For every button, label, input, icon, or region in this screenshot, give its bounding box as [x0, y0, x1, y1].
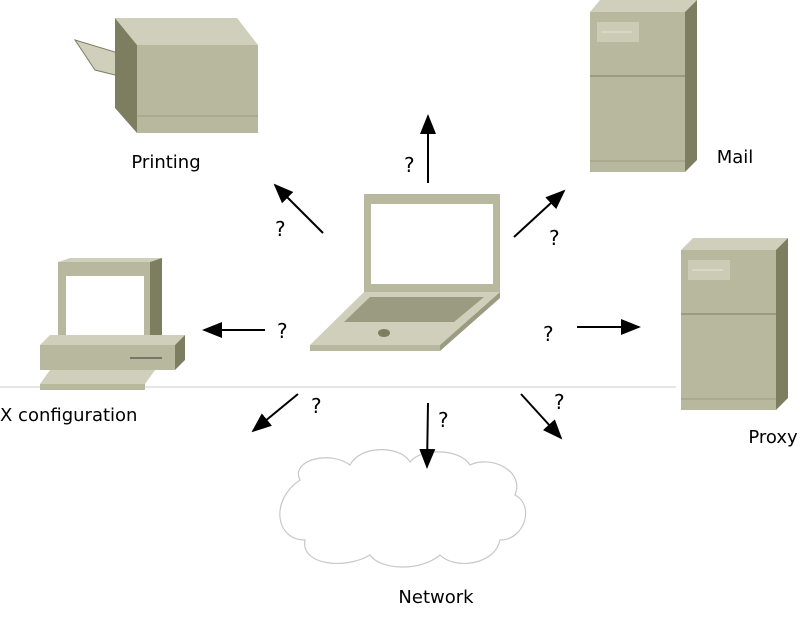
desktop-computer-icon [40, 258, 185, 390]
question-mark: ? [438, 408, 449, 432]
printer-icon [73, 18, 258, 133]
arrow-down-left [251, 393, 299, 433]
arrow-down-right [520, 393, 563, 440]
proxy-server-icon [681, 238, 788, 410]
label-mail: Mail [717, 147, 754, 168]
question-mark: ? [277, 319, 288, 343]
question-mark: ? [311, 394, 322, 418]
question-mark: ? [549, 226, 560, 250]
label-network: Network [398, 587, 474, 608]
mail-server-icon [590, 0, 697, 172]
arrow-to-printing [273, 183, 324, 234]
label-x-configuration: X configuration [0, 405, 137, 426]
arrows [202, 114, 641, 469]
laptop-icon [310, 194, 500, 351]
arrow-to-network [419, 402, 436, 469]
label-proxy: Proxy [748, 427, 798, 448]
network-cloud-icon [279, 449, 527, 568]
label-printing: Printing [131, 152, 200, 173]
arrow-to-mail [513, 189, 566, 238]
question-mark: ? [404, 153, 415, 177]
question-mark: ? [554, 390, 565, 414]
question-mark: ? [275, 217, 286, 241]
question-mark: ? [543, 322, 554, 346]
